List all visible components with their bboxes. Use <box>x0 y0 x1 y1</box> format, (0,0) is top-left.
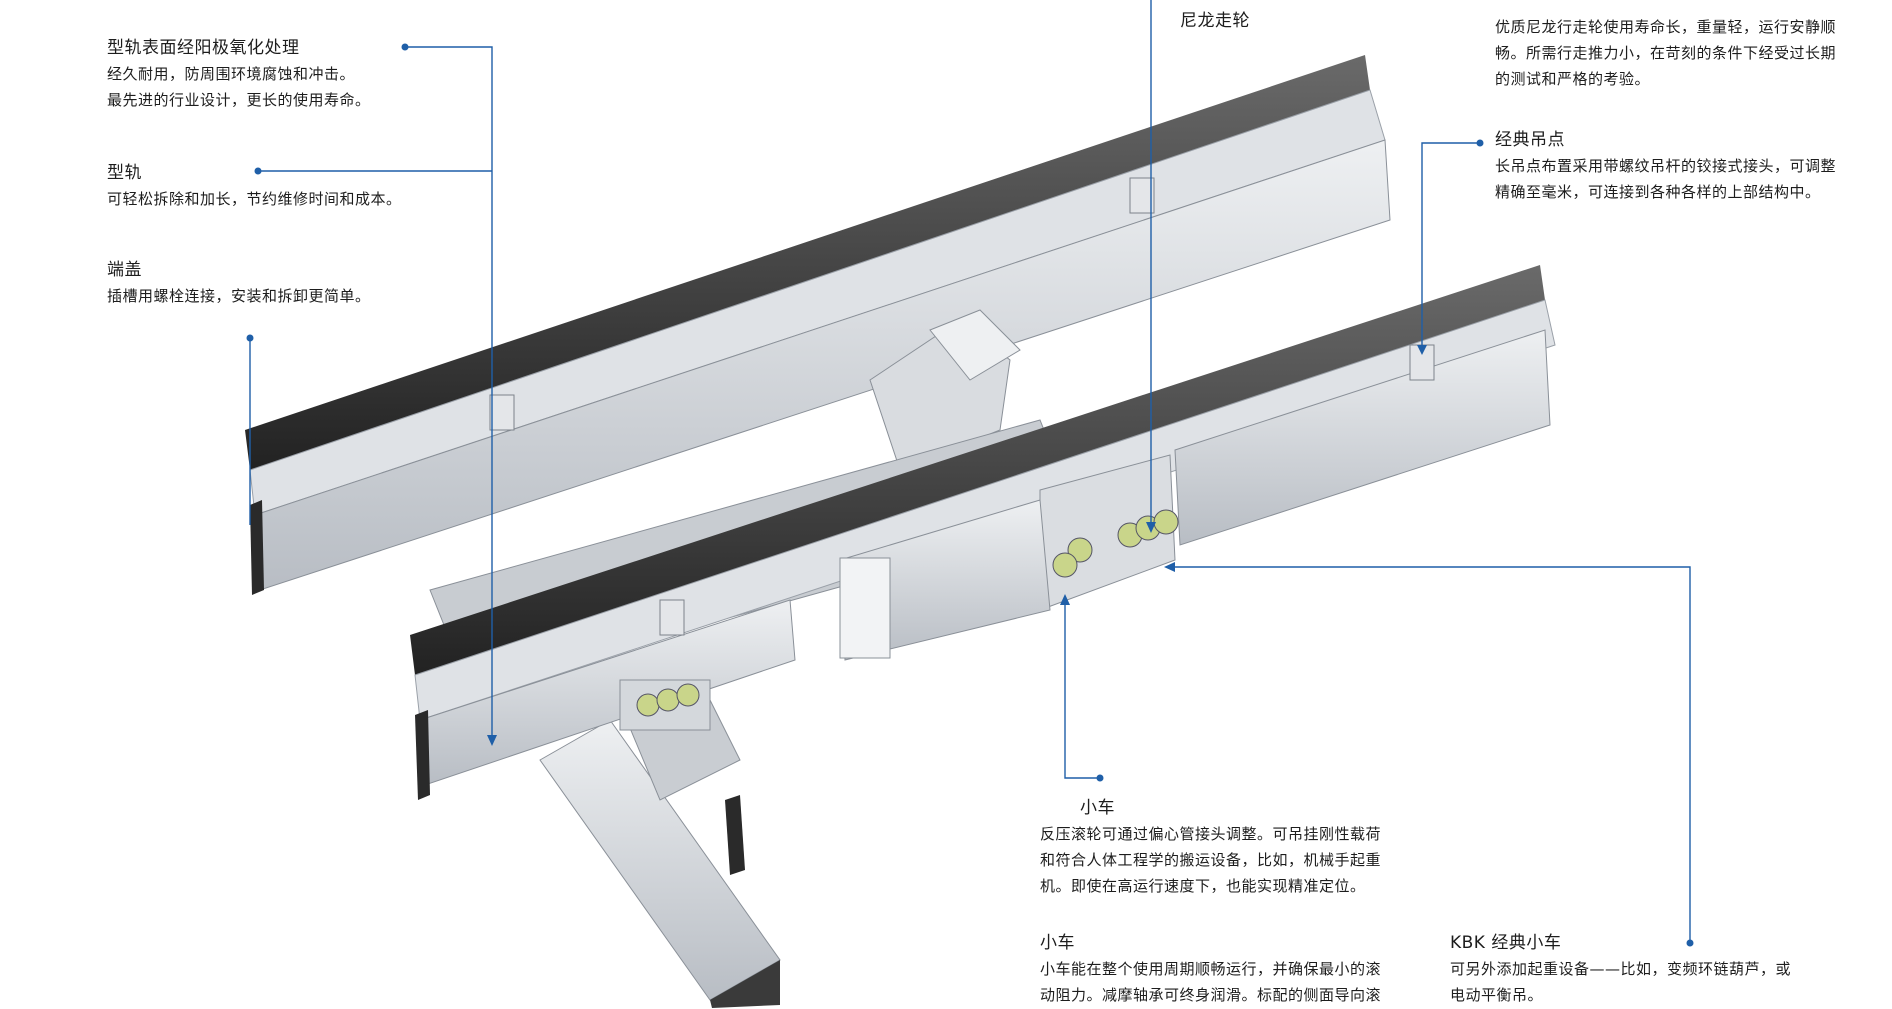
trolley-carriage <box>839 454 1179 661</box>
callout-nylon-desc-line-3: 的测试和严格的考验。 <box>1495 70 1651 88</box>
callout-nylon-desc-line-1: 优质尼龙行走轮使用寿命长，重量轻，运行安静顺 <box>1495 18 1837 36</box>
callout-trolley-1: 小车 反压滚轮可通过偏心管接头调整。可吊挂刚性载荷 和符合人体工程学的搬运设备，… <box>1040 795 1381 899</box>
callout-kbk-title: KBK 经典小车 <box>1450 933 1562 953</box>
callout-hanger-title: 经典吊点 <box>1495 130 1565 150</box>
callout-hanger: 经典吊点 长吊点布置采用带螺纹吊杆的铰接式接头，可调整 精确至毫米，可连接到各种… <box>1495 127 1836 205</box>
callout-trolley-2-line-2: 动阻力。减摩轴承可终身润滑。标配的侧面导向滚 <box>1040 986 1382 1004</box>
callout-trolley-2-title: 小车 <box>1040 933 1075 953</box>
callout-trolley-2-line-1: 小车能在整个使用周期顺畅运行，并确保最小的滚 <box>1040 960 1382 978</box>
callout-anodized-line-2: 最先进的行业设计，更长的使用寿命。 <box>107 91 371 109</box>
endcap-lower-left <box>415 710 430 800</box>
callout-trolley-1-line-3: 机。即使在高运行速度下，也能实现精准定位。 <box>1040 877 1366 895</box>
lower-rail <box>410 265 1556 875</box>
callout-endcap-title: 端盖 <box>107 260 142 280</box>
callout-nylon-wheel: 尼龙走轮 <box>1180 8 1250 34</box>
callout-endcap-line-1: 插槽用螺栓连接，安装和拆卸更简单。 <box>107 287 371 305</box>
callout-trolley-1-line-1: 反压滚轮可通过偏心管接头调整。可吊挂刚性载荷 <box>1040 825 1382 843</box>
callout-rail: 型轨 可轻松拆除和加长，节约维修时间和成本。 <box>107 160 402 212</box>
trolley-lower-left <box>619 679 711 731</box>
leader-lines <box>249 0 1691 943</box>
callout-endcap: 端盖 插槽用螺栓连接，安装和拆卸更简单。 <box>107 257 371 309</box>
callout-trolley-2: 小车 小车能在整个使用周期顺畅运行，并确保最小的滚 动阻力。减摩轴承可终身润滑。… <box>1040 930 1381 1008</box>
callout-nylon-desc: 优质尼龙行走轮使用寿命长，重量轻，运行安静顺 畅。所需行走推力小，在苛刻的条件下… <box>1495 14 1836 92</box>
callout-rail-line-1: 可轻松拆除和加长，节约维修时间和成本。 <box>107 190 402 208</box>
callout-kbk-line-2: 电动平衡吊。 <box>1450 986 1544 1004</box>
callout-nylon-desc-line-2: 畅。所需行走推力小，在苛刻的条件下经受过长期 <box>1495 44 1837 62</box>
callout-rail-title: 型轨 <box>107 163 142 183</box>
callout-nylon-wheel-title: 尼龙走轮 <box>1180 11 1250 31</box>
callout-hanger-line-1: 长吊点布置采用带螺纹吊杆的铰接式接头，可调整 <box>1495 157 1837 175</box>
callout-hanger-line-2: 精确至毫米，可连接到各种各样的上部结构中。 <box>1495 183 1821 201</box>
callout-anodized: 型轨表面经阳极氧化处理 经久耐用，防周围环境腐蚀和冲击。 最先进的行业设计，更长… <box>107 35 371 113</box>
endcap-upper-left <box>250 500 264 595</box>
callout-trolley-1-title: 小车 <box>1080 798 1115 818</box>
callout-kbk: KBK 经典小车 可另外添加起重设备——比如，变频环链葫芦，或 电动平衡吊。 <box>1450 930 1791 1008</box>
upper-rail <box>245 55 1391 595</box>
leader-dots <box>246 43 1694 947</box>
callout-anodized-title: 型轨表面经阳极氧化处理 <box>107 38 300 58</box>
callout-anodized-line-1: 经久耐用，防周围环境腐蚀和冲击。 <box>107 65 356 83</box>
callout-trolley-1-line-2: 和符合人体工程学的搬运设备，比如，机械手起重 <box>1040 851 1382 869</box>
callout-kbk-line-1: 可另外添加起重设备——比如，变频环链葫芦，或 <box>1450 960 1792 978</box>
